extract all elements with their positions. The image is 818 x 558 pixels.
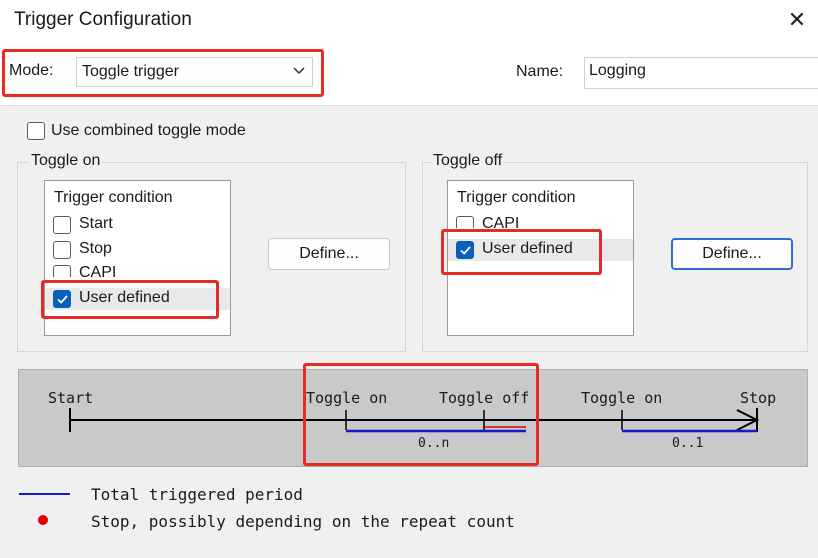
list-item-label: Stop [79,240,112,257]
toggle-on-legend: Toggle on [29,152,103,170]
timeline-highlight-box [303,363,539,466]
timeline-toggle-on-label-2: Toggle on [581,389,663,407]
name-label: Name: [516,63,564,80]
list-header: Trigger condition [457,189,576,206]
timeline-start-label: Start [48,389,94,407]
mode-highlight-box [2,49,324,97]
toggle-off-highlight-box [441,229,602,275]
list-item-stop[interactable]: Stop [45,239,230,261]
toggle-off-condition-list: Trigger condition CAPI User defined [447,180,634,336]
close-icon[interactable]: ✕ [787,7,807,32]
combined-toggle-label: Use combined toggle mode [51,122,246,139]
toggle-on-define-button[interactable]: Define... [268,238,390,270]
list-item-label: User defined [79,289,170,306]
toggle-off-group [422,162,808,352]
timeline-toggle-off-label: Toggle off [439,389,530,407]
range-label-1: 0..n [418,436,450,451]
capi-checkbox[interactable] [53,265,71,277]
mode-value: Toggle trigger [82,63,179,80]
list-item-label: Start [79,215,113,232]
trigger-timeline [18,369,808,467]
title-bar [0,0,818,42]
arrow-head [736,409,760,431]
chevron-down-icon [293,67,305,75]
stop-checkbox[interactable] [53,241,71,259]
checkmark-icon [460,246,471,255]
timeline-stop-label: Stop [740,389,777,407]
mode-select[interactable]: Toggle trigger [76,57,313,87]
list-item-capi[interactable]: CAPI [448,214,633,228]
timeline-toggle-on-label: Toggle on [306,389,388,407]
mode-label: Mode: [9,62,54,79]
toggle-off-legend: Toggle off [431,152,505,170]
dialog-title: Trigger Configuration [14,9,192,30]
legend-line-text: Total triggered period [91,485,303,504]
list-item-user-defined[interactable]: User defined [448,239,633,261]
list-item-start[interactable]: Start [45,214,230,236]
list-item-capi[interactable]: CAPI [45,263,230,277]
capi-checkbox[interactable] [456,216,474,228]
list-item-label: CAPI [482,215,520,228]
toggle-off-define-button[interactable]: Define... [671,238,793,270]
name-value: Logging [589,62,646,79]
range-label-2: 0..1 [672,436,704,451]
user-defined-checkbox[interactable] [456,241,474,259]
combined-toggle-checkbox[interactable] [27,122,45,140]
legend-dot-icon [38,515,48,525]
toggle-on-group [17,162,406,352]
list-item-label: User defined [482,240,573,257]
list-item-label: CAPI [79,264,117,277]
user-defined-checkbox[interactable] [53,290,71,308]
list-header: Trigger condition [54,189,173,206]
toggle-on-condition-list: Trigger condition Start Stop CAPI User d… [44,180,231,336]
toggle-on-highlight-box [41,280,219,319]
checkmark-icon [57,295,68,304]
start-checkbox[interactable] [53,216,71,234]
list-item-user-defined[interactable]: User defined [45,288,230,310]
legend-dot-text: Stop, possibly depending on the repeat c… [91,512,515,531]
name-input[interactable]: Logging [584,57,818,89]
